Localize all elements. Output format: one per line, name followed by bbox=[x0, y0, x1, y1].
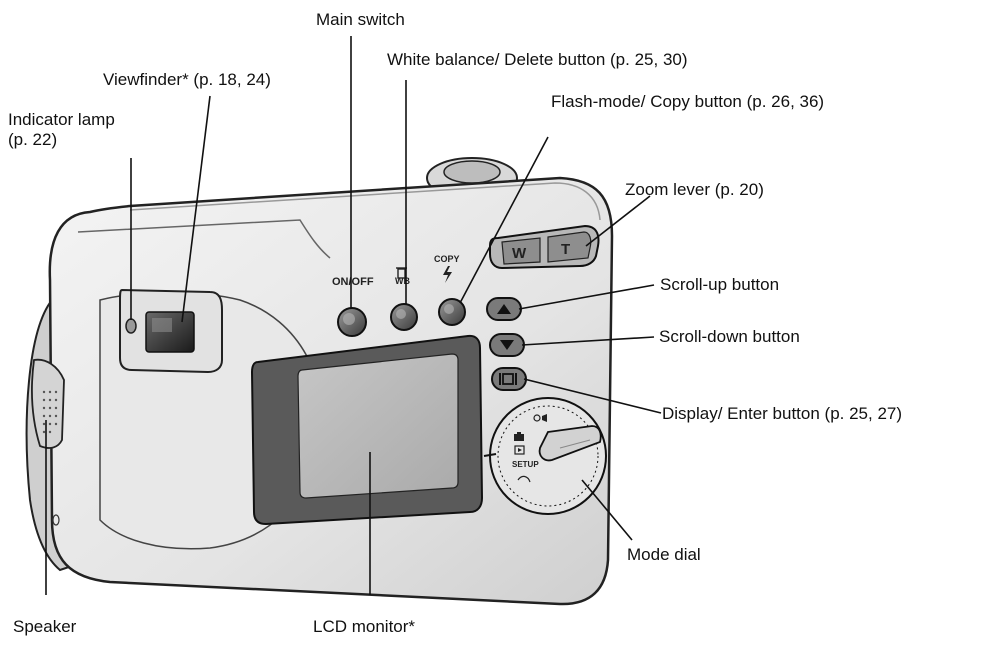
flash-mode-copy-label: Flash-mode/ Copy button (p. 26, 36) bbox=[551, 92, 825, 111]
triangle-up-icon bbox=[497, 304, 511, 314]
scroll-down-label: Scroll-down button bbox=[659, 327, 800, 346]
setup-marking: SETUP bbox=[512, 460, 539, 469]
indicator-lamp-label-1: Indicator lamp bbox=[8, 110, 115, 129]
leader-mode-dial bbox=[581, 479, 633, 541]
scroll-up-label: Scroll-up button bbox=[660, 275, 780, 294]
white-balance-delete-label: White balance/ Delete button (p. 25, 30) bbox=[387, 50, 688, 69]
main-switch-label: Main switch bbox=[316, 10, 405, 29]
wb-marking: WB bbox=[395, 276, 410, 286]
leader-scroll-up bbox=[518, 284, 655, 310]
trash-icon bbox=[396, 267, 407, 279]
display-icon bbox=[499, 373, 517, 385]
speaker-grille bbox=[31, 358, 65, 449]
zoom-lever-label: Zoom lever (p. 20) bbox=[625, 180, 764, 199]
zoom-t-marking: T bbox=[561, 241, 570, 258]
indicator-lamp bbox=[125, 318, 137, 334]
camera-mode-icon bbox=[514, 432, 524, 441]
triangle-down-icon bbox=[500, 340, 514, 350]
speaker-label: Speaker bbox=[13, 617, 77, 636]
viewfinder-label: Viewfinder* (p. 18, 24) bbox=[103, 70, 271, 89]
mode-dial-label: Mode dial bbox=[627, 545, 701, 564]
play-mode-icon bbox=[514, 445, 525, 455]
on-off-marking: ON/OFF bbox=[332, 276, 374, 288]
indicator-lamp-label-2: (p. 22) bbox=[8, 130, 58, 149]
leader-zoom bbox=[585, 195, 651, 247]
zoom-w-marking: W bbox=[512, 245, 527, 262]
leader-display bbox=[523, 378, 662, 414]
lcd-screen bbox=[297, 353, 459, 499]
mode-dial-knob bbox=[538, 425, 602, 462]
display-enter-label: Display/ Enter button (p. 25, 27) bbox=[662, 404, 903, 423]
copy-marking: COPY bbox=[434, 254, 460, 264]
flash-icon bbox=[443, 266, 452, 283]
display-enter-button bbox=[491, 367, 527, 391]
leader-viewfinder bbox=[181, 95, 211, 323]
movie-mode-icon bbox=[533, 414, 547, 422]
lcd-monitor-label: LCD monitor* bbox=[313, 617, 416, 636]
leader-flash-mode bbox=[459, 136, 549, 304]
leader-scroll-down bbox=[521, 336, 655, 346]
